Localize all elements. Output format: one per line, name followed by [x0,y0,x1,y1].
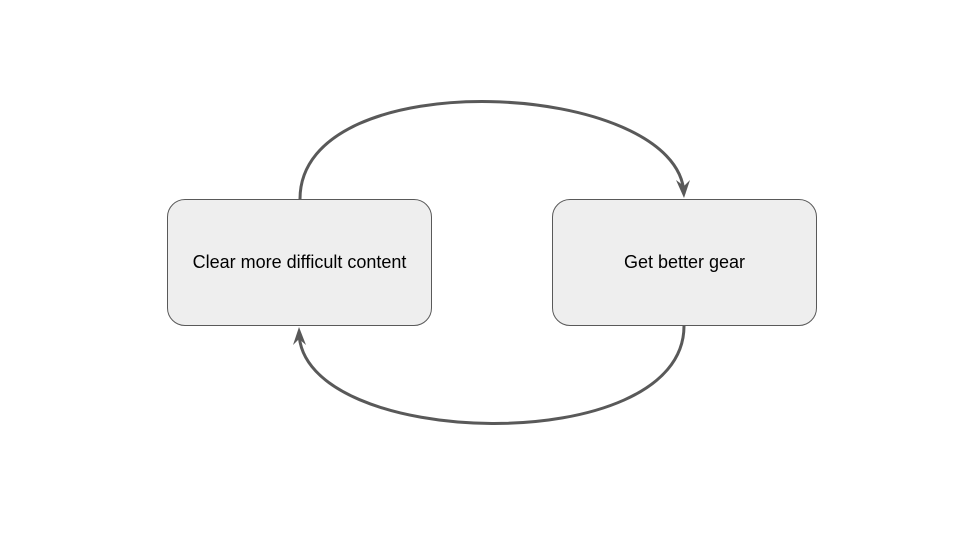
node-better-gear: Get better gear [552,199,817,326]
arrow-left-to-right [298,100,686,200]
arrow-right-to-left [297,325,686,425]
node-label: Clear more difficult content [192,252,407,272]
arrowhead-left-icon [293,327,306,345]
node-clear-content: Clear more difficult content [167,199,432,326]
node-label: Get better gear [623,252,746,272]
arrowhead-right-icon [676,180,690,198]
